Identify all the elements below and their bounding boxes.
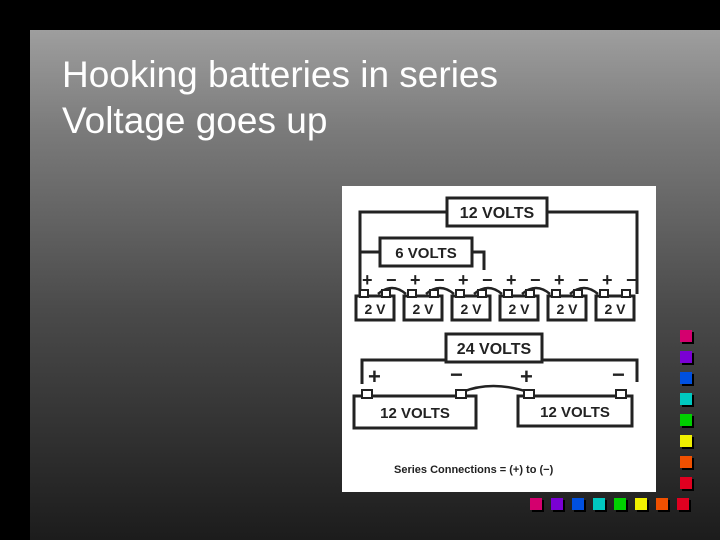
battery-left-label: 12 VOLTS bbox=[380, 405, 450, 422]
decor-square bbox=[530, 498, 542, 510]
top-polarity-sign: + bbox=[458, 270, 469, 290]
top-polarity-sign: − bbox=[482, 270, 493, 290]
decor-square bbox=[680, 351, 692, 363]
top-polarity-sign: + bbox=[554, 270, 565, 290]
top-polarity-sign: + bbox=[362, 270, 373, 290]
battery-2v-label: 2 V bbox=[556, 301, 578, 317]
slide-title: Hooking batteries in series Voltage goes… bbox=[62, 52, 498, 144]
battery-12v-left bbox=[352, 394, 478, 430]
wire-6-volts bbox=[360, 250, 486, 270]
label-box-24-volts bbox=[444, 332, 544, 364]
top-polarity-sign: + bbox=[410, 270, 421, 290]
jumper-wires bbox=[377, 286, 599, 295]
diagram-caption: Series Connections = (+) to (−) bbox=[394, 464, 554, 476]
decor-square bbox=[680, 456, 692, 468]
battery-2v: 2 V bbox=[402, 289, 444, 322]
decor-square bbox=[680, 435, 692, 447]
label-6-volts: 6 VOLTS bbox=[395, 245, 456, 262]
terminal-left-plus bbox=[361, 389, 373, 399]
battery-2v: 2 V bbox=[354, 289, 396, 322]
bottom-minus-2: − bbox=[612, 362, 625, 387]
label-box-6-volts bbox=[378, 236, 474, 268]
top-polarity-row: +−+−+−+−+−+− bbox=[362, 270, 637, 290]
battery-2v-label: 2 V bbox=[412, 301, 434, 317]
top-polarity-sign: + bbox=[506, 270, 517, 290]
bottom-jumper-wire bbox=[460, 384, 529, 394]
label-box-12-volts bbox=[445, 196, 549, 228]
bottom-plus-2: + bbox=[520, 364, 533, 389]
decor-square bbox=[656, 498, 668, 510]
wire-12-volts bbox=[358, 210, 639, 298]
wire-24-volts bbox=[360, 358, 639, 384]
battery-12v-right bbox=[516, 394, 634, 428]
decor-square bbox=[551, 498, 563, 510]
battery-2v: 2 V bbox=[450, 289, 492, 322]
battery-right-label: 12 VOLTS bbox=[540, 404, 610, 421]
decor-square bbox=[593, 498, 605, 510]
battery-2v: 2 V bbox=[498, 289, 540, 322]
battery-2v-label: 2 V bbox=[364, 301, 386, 317]
top-polarity-sign: − bbox=[578, 270, 589, 290]
decor-square bbox=[680, 330, 692, 342]
title-line-1: Hooking batteries in series bbox=[62, 54, 498, 95]
top-polarity-sign: − bbox=[530, 270, 541, 290]
decor-square bbox=[572, 498, 584, 510]
decor-square bbox=[680, 414, 692, 426]
bottom-minus-1: − bbox=[450, 362, 463, 387]
battery-2v-label: 2 V bbox=[604, 301, 626, 317]
battery-2v: 2 V bbox=[546, 289, 588, 322]
top-polarity-sign: − bbox=[626, 270, 637, 290]
terminal-left-minus bbox=[455, 389, 467, 399]
battery-2v-label: 2 V bbox=[508, 301, 530, 317]
top-battery-row: 2 V 2 V 2 V 2 V 2 V 2 V bbox=[354, 289, 636, 322]
top-polarity-sign: − bbox=[386, 270, 397, 290]
battery-2v-label: 2 V bbox=[460, 301, 482, 317]
battery-2v: 2 V bbox=[594, 289, 636, 322]
top-polarity-sign: + bbox=[602, 270, 613, 290]
decor-square bbox=[677, 498, 689, 510]
top-polarity-sign: − bbox=[434, 270, 445, 290]
decor-square bbox=[680, 393, 692, 405]
decor-square bbox=[680, 477, 692, 489]
bottom-plus-1: + bbox=[368, 364, 381, 389]
decor-square bbox=[614, 498, 626, 510]
decor-square bbox=[635, 498, 647, 510]
title-line-2: Voltage goes up bbox=[62, 100, 328, 141]
terminal-right-plus bbox=[523, 389, 535, 399]
label-12-volts: 12 VOLTS bbox=[460, 205, 535, 222]
label-24-volts: 24 VOLTS bbox=[457, 341, 532, 358]
terminal-right-minus bbox=[615, 389, 627, 399]
decor-square bbox=[680, 372, 692, 384]
